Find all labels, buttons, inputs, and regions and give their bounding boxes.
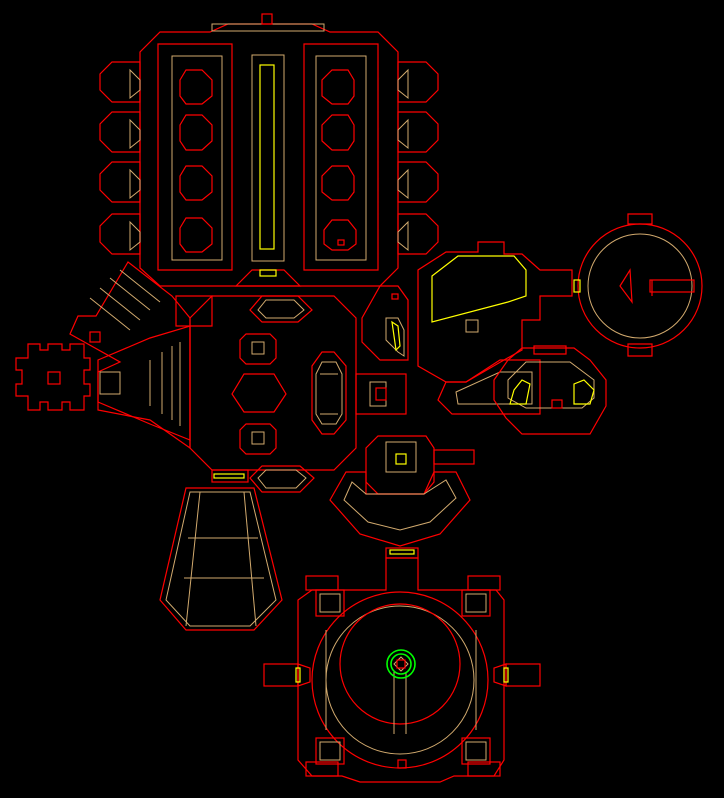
east-wing-rooms <box>397 61 439 255</box>
center-south-vestibule <box>329 435 475 559</box>
central-octagon <box>175 295 407 493</box>
east-complex <box>361 241 607 435</box>
player-marker-icon <box>386 649 416 679</box>
southwest-stairs <box>159 487 283 631</box>
north-hall <box>139 13 399 287</box>
south-arena <box>263 557 541 783</box>
west-cross-room <box>15 261 191 450</box>
far-east-circle <box>573 213 703 357</box>
west-wing-rooms <box>99 61 141 255</box>
